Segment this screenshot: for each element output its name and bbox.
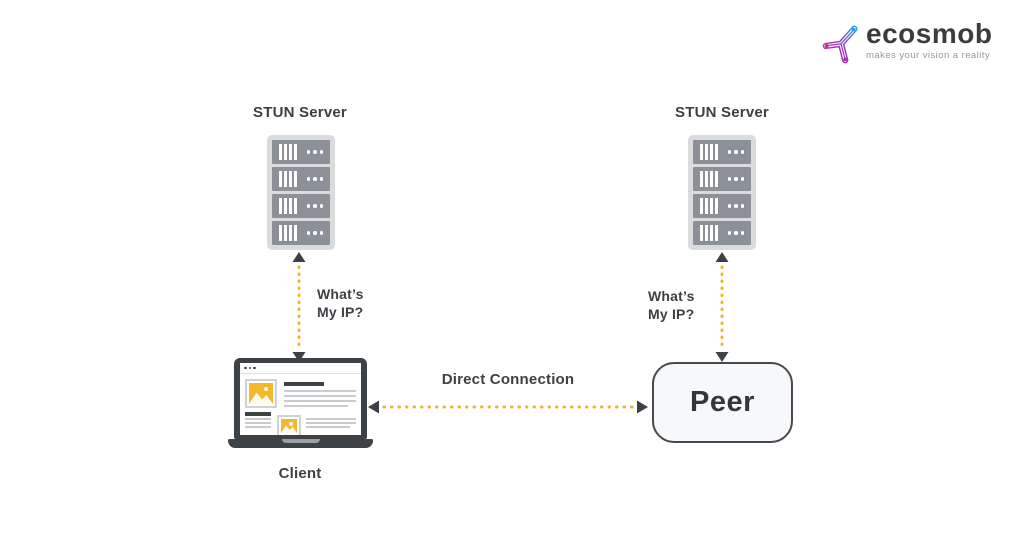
peer-label: Peer [690, 386, 755, 418]
image-placeholder-icon [245, 379, 277, 408]
server-rack-unit [272, 140, 330, 164]
client-laptop-icon [228, 358, 373, 448]
ecosmob-logo: ecosmob makes your vision a reality [820, 20, 992, 64]
arrow-client-stun-left [292, 252, 306, 362]
direct-connection-label: Direct Connection [441, 371, 575, 388]
arrow-peer-stun-right [715, 252, 729, 362]
logo-name: ecosmob [866, 18, 993, 49]
ecosmob-logo-icon [822, 25, 858, 64]
whats-my-ip-right-label: What’s My IP? [648, 287, 695, 323]
server-rack-unit [272, 221, 330, 245]
client-label: Client [278, 465, 322, 482]
stun-server-left-icon [267, 135, 335, 250]
server-rack-unit [693, 221, 751, 245]
laptop-browser-window [240, 363, 361, 435]
laptop-screen [234, 358, 367, 439]
peer-node: Peer [652, 362, 793, 443]
whats-my-ip-left-label: What’s My IP? [317, 285, 364, 321]
whats-my-ip-left-line2: My IP? [317, 304, 364, 320]
stun-server-right-icon [688, 135, 756, 250]
browser-bar [240, 363, 361, 374]
server-rack-unit [272, 167, 330, 191]
server-rack-unit [272, 194, 330, 218]
server-rack-unit [693, 140, 751, 164]
arrow-direct-connection [368, 400, 648, 414]
stun-server-left-label: STUN Server [253, 104, 347, 121]
whats-my-ip-right-line1: What’s [648, 288, 695, 304]
stun-server-right-label: STUN Server [675, 104, 769, 121]
server-rack-unit [693, 194, 751, 218]
image-placeholder-icon [277, 415, 301, 435]
logo-text-block: ecosmob makes your vision a reality [866, 18, 993, 62]
whats-my-ip-left-line1: What’s [317, 286, 364, 302]
whats-my-ip-right-line2: My IP? [648, 306, 695, 322]
laptop-base [228, 439, 373, 448]
logo-tagline: makes your vision a reality [866, 50, 991, 61]
server-rack-unit [693, 167, 751, 191]
